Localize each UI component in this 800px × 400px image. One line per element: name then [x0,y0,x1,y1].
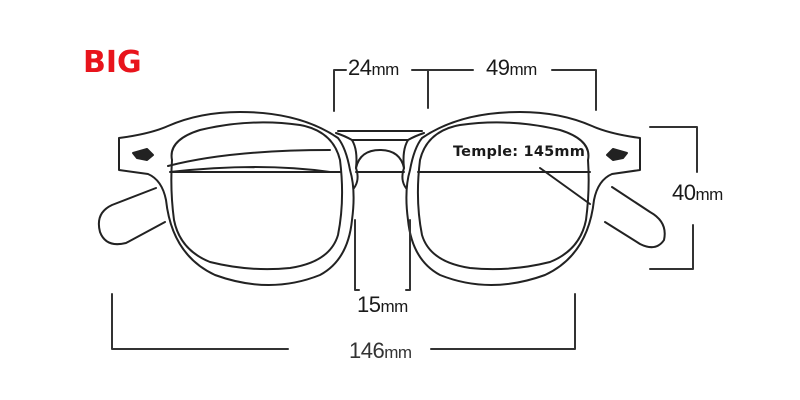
total-width-dimension-label: 146mm [349,340,412,362]
lens-dim-right [551,69,597,111]
lens-height-dimension-label: 40mm [672,182,723,204]
size-tag: BIG [83,45,142,80]
height-dim-bottom [649,224,694,270]
left-rivet-icon [132,148,154,161]
right-rivet-icon [606,148,628,161]
lens-width-value: 49 [486,55,510,80]
nose-unit: mm [380,297,408,316]
bridge-unit: mm [371,60,399,79]
left-frame-front [118,111,355,286]
dimension-lines [111,69,698,350]
bridge-dimension-label: 24mm [348,57,399,79]
lens-width-unit: mm [509,60,537,79]
right-frame-front [405,111,641,286]
total-width-unit: mm [384,343,412,362]
bridge-value: 24 [348,55,372,80]
nose-dimension-label: 15mm [357,294,408,316]
bridge [335,130,425,189]
right-temple-arm [539,167,666,249]
total-dim-left [111,293,289,350]
nose-value: 15 [357,292,381,317]
temple-length-note: Temple: 145mm [453,144,586,160]
bridge-dim-right [411,69,429,109]
height-dim-top [649,126,698,173]
lens-height-unit: mm [695,185,723,204]
left-temple-arm [97,149,331,246]
nose-dim-right [405,219,411,291]
nose-dim-left [354,219,360,291]
total-dim-right [430,293,576,350]
lens-height-value: 40 [672,180,696,205]
bridge-dim-left [333,69,347,112]
total-width-value: 146 [349,338,385,363]
lens-width-dimension-label: 49mm [486,57,537,79]
